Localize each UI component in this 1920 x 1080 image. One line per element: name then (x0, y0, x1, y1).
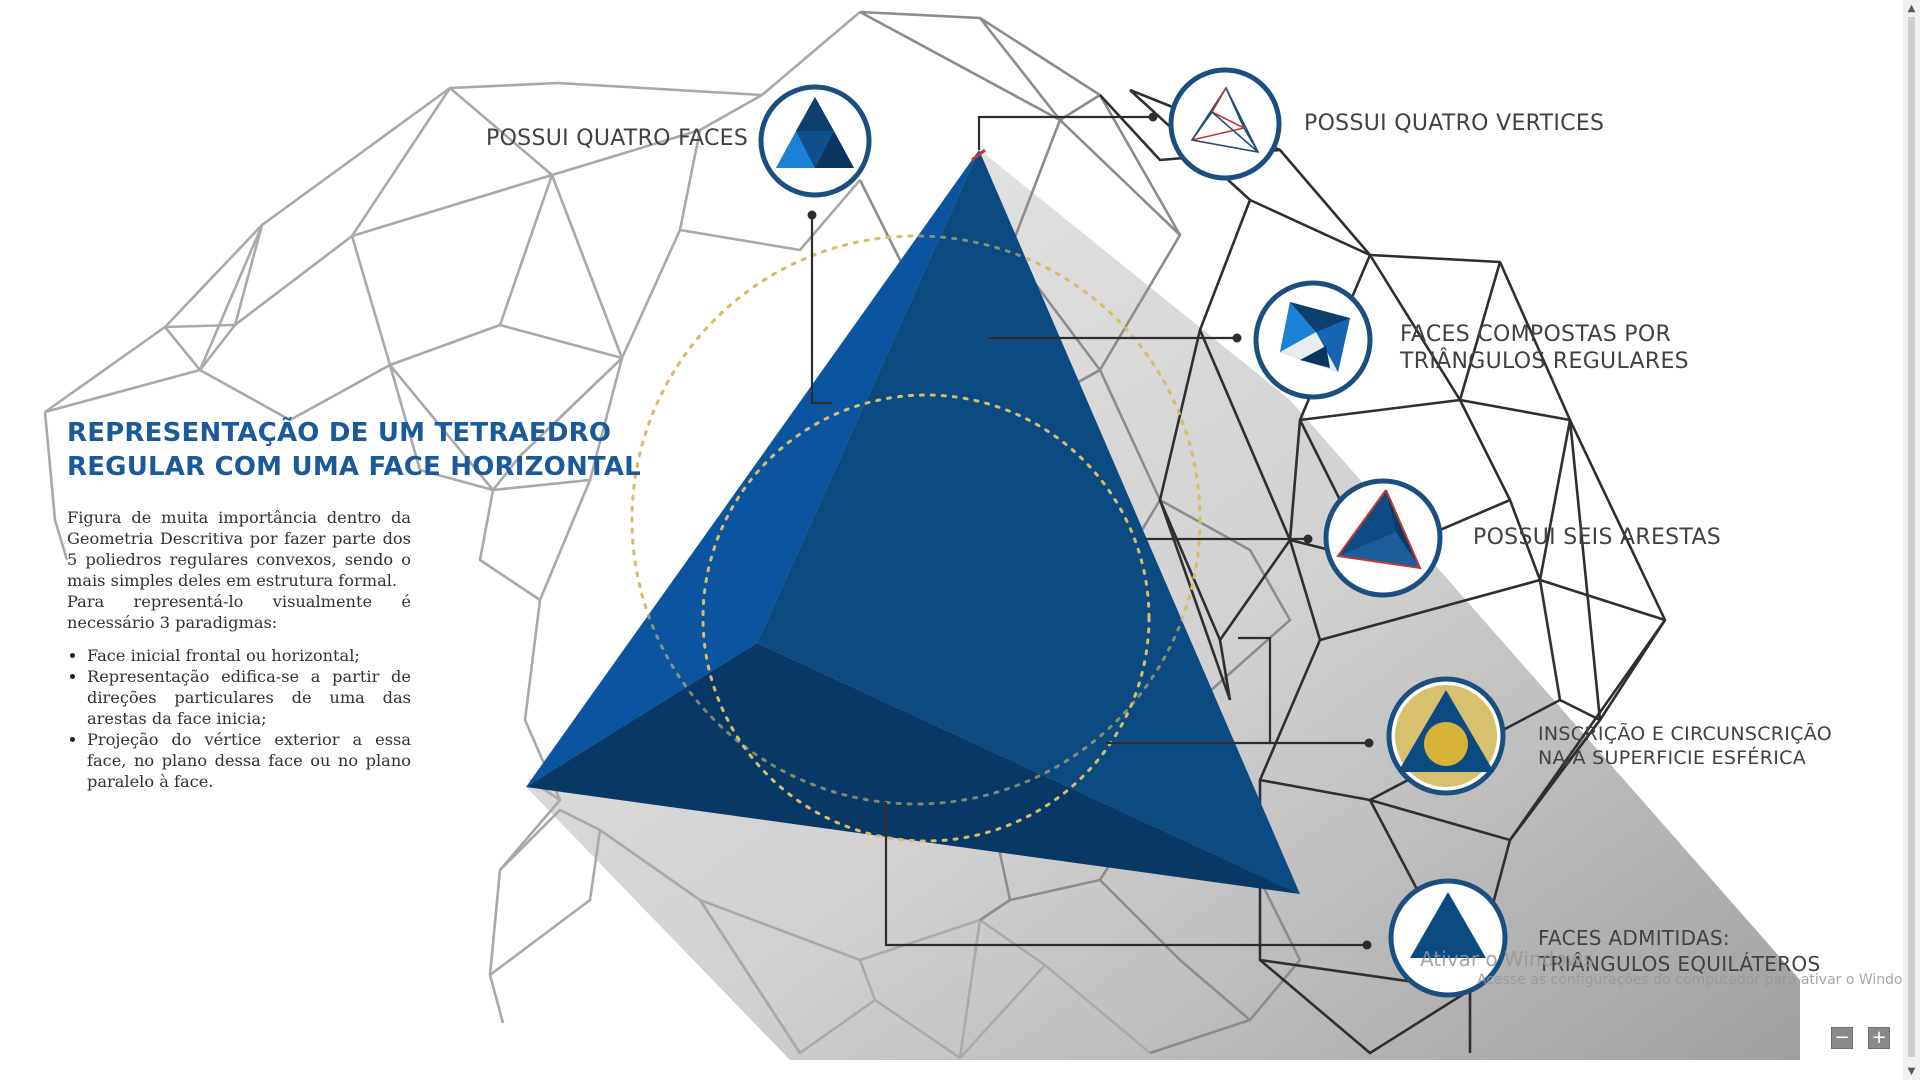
tetrahedron-face-bottom (526, 643, 1300, 894)
windows-activation-title: Ativar o Windows (1420, 947, 1594, 971)
six-edges-icon (1323, 478, 1443, 598)
page-title: REPRESENTAÇÃO DE UM TETRAEDRO REGULAR CO… (67, 416, 641, 484)
scroll-down-arrow-icon[interactable]: ▼ (1907, 1066, 1916, 1077)
label-admitted-faces: FACES ADMITIDAS: TRIÂNGULOS EQUILÁTEROS (1538, 925, 1820, 977)
description-paragraph: Para representá-lo visualmente é necessá… (67, 592, 411, 632)
tetrahedron-face-right (757, 150, 1300, 894)
label-sphere-line2: NA/À SUPERFICIE ESFÉRICA (1538, 747, 1806, 769)
label-sphere-line1: INSCRIÇÃO E CIRCUNSCRIÇÃO (1538, 723, 1832, 745)
connector-vertices (977, 115, 1153, 150)
label-composed-faces-line2: TRIÂNGULOS REGULARES (1400, 349, 1689, 374)
label-composed-faces-line1: FACES COMPOSTAS POR (1400, 322, 1672, 347)
connector-lines (807, 112, 1374, 950)
connector-faces (810, 215, 832, 405)
equilateral-face-icon (1388, 878, 1508, 998)
vertical-scrollbar[interactable]: ▲ ▼ (1903, 0, 1920, 1080)
inscribed-sphere-icon (1386, 676, 1506, 796)
circumscribed-sphere-front (630, 234, 1202, 806)
label-four-vertices: POSSUI QUATRO VERTICES (1304, 111, 1605, 136)
wireframe-network-light (43, 11, 1151, 1060)
tetrahedron (526, 148, 1300, 894)
label-four-faces: POSSUI QUATRO FACES (486, 126, 749, 151)
page-title-line1: REPRESENTAÇÃO DE UM TETRAEDRO (67, 418, 612, 448)
tetrahedron-vertices-icon (1168, 67, 1282, 181)
label-admitted-faces-line2: TRIÂNGULOS EQUILÁTEROS (1538, 952, 1821, 976)
tetrahedron-face-left (526, 150, 979, 787)
label-six-edges: POSSUI SEIS ARESTAS (1473, 525, 1722, 550)
zoom-in-button[interactable]: + (1868, 1027, 1890, 1049)
scroll-up-arrow-icon[interactable]: ▲ (1907, 3, 1916, 14)
connector-admitted (884, 802, 1367, 947)
label-composed-faces: FACES COMPOSTAS POR TRIÂNGULOS REGULARES (1400, 321, 1689, 375)
paradigm-list: Face inicial frontal ou horizontal; Repr… (67, 645, 411, 792)
list-item: Projeção do vértice exterior a essa face… (87, 729, 411, 792)
description-paragraph: Figura de muita importância dentro da Ge… (67, 508, 411, 590)
list-item: Face inicial frontal ou horizontal; (87, 645, 411, 666)
tetrahedron-apex-edge (971, 148, 986, 162)
label-admitted-faces-line1: FACES ADMITIDAS: (1538, 926, 1730, 950)
list-item: Representação edifica-se a partir de dir… (87, 666, 411, 729)
windows-activation-subtitle: Acesse as configurações do computador pa… (1477, 972, 1920, 988)
tetrahedron-faces-icon (758, 84, 872, 198)
connector-sphere (1238, 636, 1369, 745)
inscribed-sphere-front (701, 393, 1151, 843)
scrollbar-thumb[interactable] (1908, 17, 1915, 1057)
page-title-line2: REGULAR COM UMA FACE HORIZONTAL (67, 452, 641, 482)
label-sphere: INSCRIÇÃO E CIRCUNSCRIÇÃO NA/À SUPERFICI… (1538, 722, 1832, 770)
zoom-out-button[interactable]: − (1831, 1027, 1853, 1049)
description-block: Figura de muita importância dentro da Ge… (67, 507, 411, 792)
composed-faces-icon (1253, 280, 1373, 400)
